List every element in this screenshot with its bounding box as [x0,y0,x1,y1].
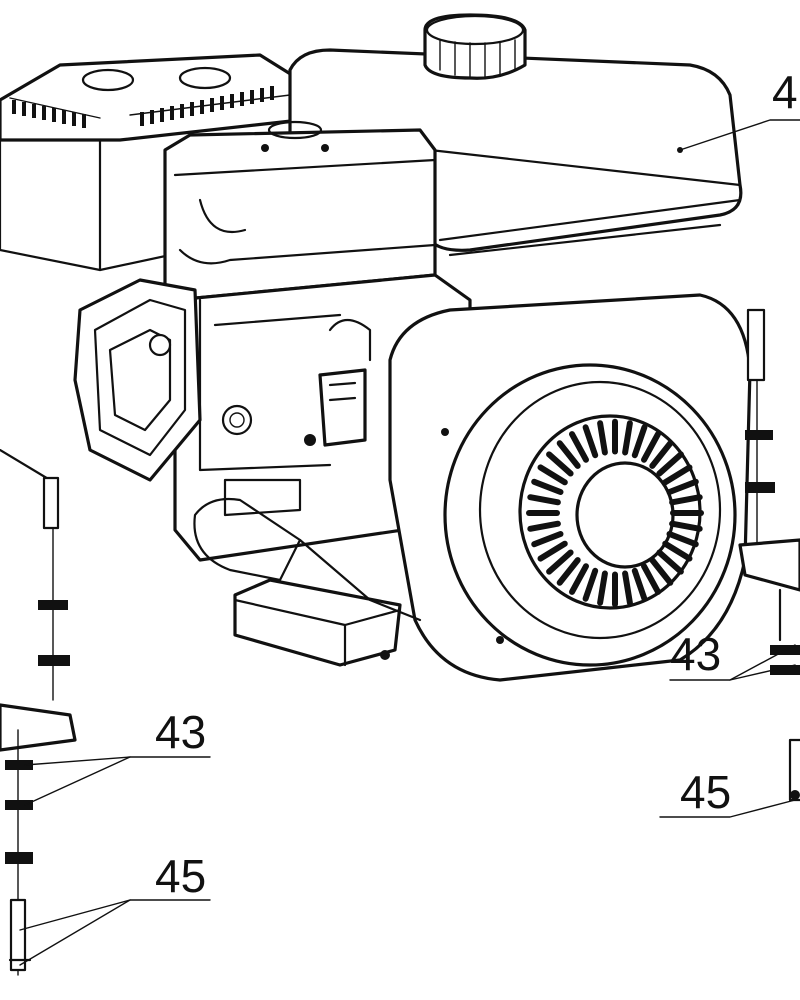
starter-fin [662,464,693,486]
callout-45-left: 45 [155,850,206,902]
starter-fin [597,420,608,456]
callout-leaders [19,119,800,966]
starter-fin [662,540,693,562]
starter-fin [656,549,684,575]
starter-fin [527,494,561,506]
starter-fin [649,557,674,586]
starter-fin [641,431,661,463]
air-cleaner-cover [0,53,302,272]
callout-43-left: 43 [155,706,206,758]
engine-base-foot [193,478,422,667]
starter-fin [622,570,633,606]
fuel-cap [423,13,527,80]
starter-fin [537,540,568,562]
starter-fin [582,567,599,602]
starter-fin [537,464,568,486]
engine-top-cover [163,120,437,302]
starter-fin [531,531,564,548]
callout-45-right: 45 [680,766,731,818]
starter-fin [666,478,699,495]
callout-43-right: 43 [670,628,721,680]
starter-fin [556,440,581,469]
starter-fin [527,520,561,532]
right-bolt-stack [738,308,800,802]
starter-fin [666,531,699,548]
starter-fin [622,420,633,456]
starter-fin [631,424,648,459]
left-bolt-stack [0,448,77,976]
starter-fin [569,431,589,463]
recoil-starter-housing [388,293,752,682]
starter-fin [569,563,589,595]
starter-fin [641,563,661,595]
starter-fin [556,557,581,586]
starter-fin [631,567,648,602]
starter-fin [669,494,703,506]
starter-fin [656,451,684,477]
starter-fin [669,520,703,532]
starter-fin [531,478,564,495]
callout-46: 46 [772,66,800,118]
starter-fin [582,424,599,459]
starter-cooling-fins [526,418,704,608]
starter-fin [546,549,574,575]
carburetor-assembly [73,278,202,482]
starter-fin [597,570,608,606]
starter-fin [649,440,674,469]
starter-fin [546,451,574,477]
